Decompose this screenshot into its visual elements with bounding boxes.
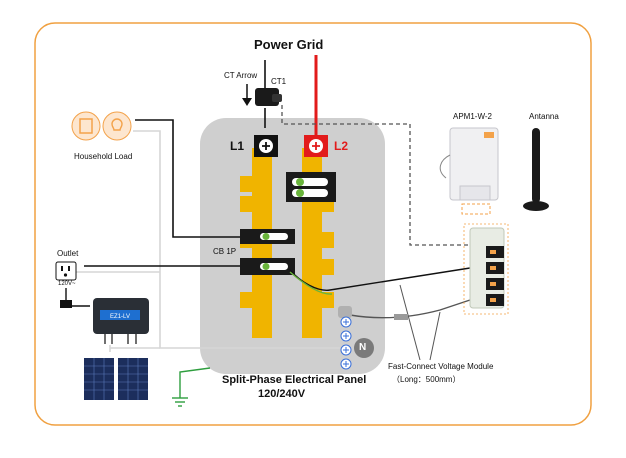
antenna-icon bbox=[523, 128, 549, 211]
l2-label: L2 bbox=[334, 139, 349, 153]
cb-1p-upper-icon bbox=[240, 229, 295, 244]
micro-inverter-icon: EZ1-LV bbox=[93, 298, 149, 334]
fast-connect-length: （Long：500mm） bbox=[392, 375, 461, 384]
cb-1p-lower-icon bbox=[240, 258, 295, 275]
outlet-voltage-label: 120V~ bbox=[58, 281, 76, 287]
lead-pointer-lines bbox=[399, 284, 441, 361]
two-pole-breaker-icon bbox=[286, 172, 336, 202]
voltage-module-icon bbox=[469, 227, 505, 309]
apm-cable bbox=[439, 154, 451, 179]
l1-label: L1 bbox=[230, 139, 245, 153]
panel-title: Split-Phase Electrical Panel bbox=[222, 374, 367, 386]
neutral-bar-screws bbox=[340, 316, 352, 370]
neutral-wires bbox=[75, 130, 340, 352]
l1-wires bbox=[84, 60, 266, 267]
ct1-clamp-icon bbox=[255, 88, 282, 106]
power-grid-label: Power Grid bbox=[254, 37, 324, 52]
ct-arrow-icon bbox=[242, 84, 252, 106]
neutral-terminal-icon bbox=[354, 338, 374, 358]
inverter-brand-text: EZ1-LV bbox=[110, 314, 130, 320]
diagram-frame bbox=[34, 22, 592, 426]
household-load-label: Household Load bbox=[74, 152, 133, 161]
neutral-label: N bbox=[359, 342, 367, 353]
ct1-label: CT1 bbox=[271, 77, 287, 86]
neutral-clip-icon bbox=[338, 306, 352, 318]
plug-icon bbox=[60, 300, 72, 308]
voltage-clip-icon bbox=[394, 314, 408, 320]
solar-panel-right-icon bbox=[118, 358, 148, 400]
outlet-label: Outlet bbox=[57, 249, 79, 258]
l2-terminal-icon bbox=[304, 135, 328, 157]
antenna-label: Antanna bbox=[529, 112, 559, 121]
ct-arrow-label: CT Arrow bbox=[224, 71, 258, 80]
solar-panel-left-icon bbox=[84, 358, 114, 400]
l1-terminal-icon bbox=[254, 135, 278, 157]
outlet-icon bbox=[55, 261, 77, 281]
apm-port-highlight bbox=[461, 203, 491, 215]
electrical-panel bbox=[200, 118, 385, 374]
voltage-module-highlight bbox=[463, 223, 509, 315]
apm-label: APM1-W-2 bbox=[453, 112, 492, 121]
apm-meter-icon bbox=[449, 127, 499, 201]
fast-connect-label: Fast-Connect Voltage Module bbox=[388, 362, 494, 371]
panel-voltage: 120/240V bbox=[258, 388, 306, 400]
ct-cable bbox=[281, 105, 468, 246]
inverter-cables bbox=[104, 334, 137, 344]
cb-label: CB 1P bbox=[213, 247, 237, 256]
household-load-icon bbox=[71, 111, 132, 141]
ground-icon bbox=[172, 367, 211, 407]
